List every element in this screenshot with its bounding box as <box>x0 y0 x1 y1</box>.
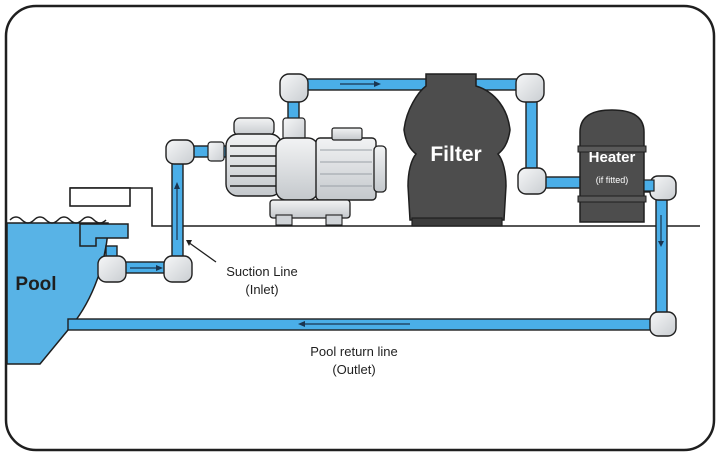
skimmer-box <box>69 187 131 207</box>
skimmer-throat <box>79 223 129 247</box>
top-elbow-left <box>279 73 309 103</box>
suction-line-label: Suction Line <box>226 264 298 279</box>
pool-waves <box>9 216 107 224</box>
suction-elbow-top <box>165 139 195 165</box>
suction-elbow-skimmer <box>97 255 127 283</box>
heater-note: (if fitted) <box>596 175 629 185</box>
pool-pump <box>225 117 387 226</box>
heater-unit <box>577 109 655 223</box>
top-elbow-right <box>515 73 545 103</box>
pump-outlet-union <box>282 117 306 141</box>
pool-label: Pool <box>15 274 56 295</box>
suction-line-sublabel: (Inlet) <box>245 282 278 297</box>
suction-line-pipe <box>97 139 227 283</box>
pump-to-filter-pipe <box>279 73 529 141</box>
filter-label: Filter <box>430 143 481 166</box>
heater-inlet-elbow <box>517 167 547 195</box>
suction-union <box>207 141 225 162</box>
filter-tank <box>403 73 511 227</box>
return-elbow-bottom <box>649 311 677 337</box>
filter-to-heater-pipe <box>515 73 583 195</box>
suction-line-leader <box>187 241 217 263</box>
suction-elbow-bottom <box>163 255 193 283</box>
heater-label: Heater <box>589 149 636 166</box>
return-line-label: Pool return line <box>310 344 397 359</box>
return-line-sublabel: (Outlet) <box>332 362 375 377</box>
